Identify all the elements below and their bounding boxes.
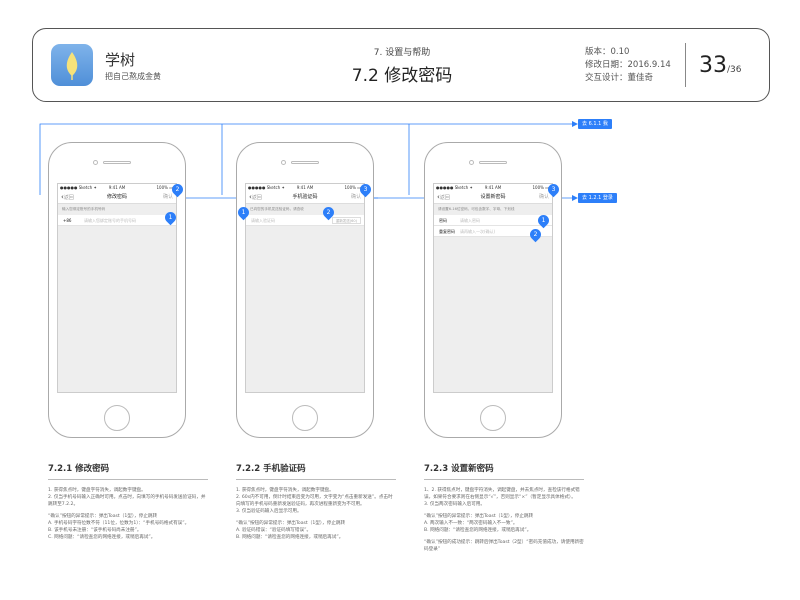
back-label: 返回	[439, 195, 450, 201]
designer-text: 交互设计：董佳奇	[585, 73, 654, 83]
back-button[interactable]: ‹返回	[437, 191, 450, 205]
header-card: 学树 把自己熬成金黄 7. 设置与帮助 7.2 修改密码 版本：0.10 修改日…	[32, 28, 770, 102]
annotation-badge: 2	[169, 181, 186, 198]
description-text: “确认”按钮的异常提示：弹出Toast（1型），停止跳转 A. 两次输入不一致：…	[424, 514, 534, 533]
status-bar: ●●●●● Sketch ✦ 9:41 AM 100% ▭	[58, 184, 176, 191]
home-button	[292, 405, 318, 431]
annotation-badge: 3	[357, 181, 374, 198]
country-code[interactable]: +86	[63, 218, 72, 223]
screen-new-password: ●●●●● Sketch ✦ 9:41 AM 100% ▭ ‹返回 设置新密码 …	[433, 183, 553, 393]
page-current: 33	[699, 53, 727, 78]
speaker-icon	[479, 161, 507, 164]
repeat-password-row[interactable]: 重复密码 请再输入一次(确认)	[434, 226, 552, 237]
annotation-badge: 2	[527, 226, 544, 243]
app-slogan: 把自己熬成金黄	[105, 72, 161, 81]
app-name: 学树	[105, 51, 136, 69]
page-title: 7.2 修改密码	[351, 66, 453, 86]
time-text: 9:41 AM	[108, 185, 126, 190]
chevron-left-icon: ‹	[249, 193, 252, 201]
description-text: 1. 获得焦点时，键盘字符消失，调起数字键盘。 2. 60s内不可用，倒计时结束…	[236, 488, 393, 514]
screen-title: 设置新密码	[480, 194, 506, 200]
phone-mockup-2: ●●●●● Sketch ✦ 9:41 AM 100% ▭ ‹返回 手机验证码 …	[236, 142, 374, 438]
annotation-badge: 1	[162, 209, 179, 226]
code-input-row[interactable]: 请输入验证码 重新发送(60)	[246, 215, 364, 226]
home-button	[480, 405, 506, 431]
password-input[interactable]: 请输入密码	[460, 218, 480, 223]
carrier-text: ●●●●● Sketch ✦	[248, 185, 285, 190]
divider	[685, 43, 686, 87]
screen-title: 手机验证码	[292, 194, 318, 200]
back-label: 返回	[251, 195, 262, 201]
annotation-badge: 1	[535, 212, 552, 229]
status-bar: ●●●●● Sketch ✦ 9:41 AM 100% ▭	[246, 184, 364, 191]
hint-text: 已向您的手机发送验证码，请查收	[250, 207, 304, 211]
description-text: “确认”按钮的异常提示：弹出Toast（1型），停止跳转 A. 验证码错误：“验…	[236, 521, 346, 540]
hint-text: 请设置6-16位密码，可包含数字、字母、下划线	[438, 207, 515, 211]
code-input[interactable]: 请输入验证码	[251, 218, 275, 223]
password-label: 密码	[439, 218, 447, 223]
page-total: /36	[727, 65, 742, 75]
date-text: 修改日期：2016.9.14	[585, 60, 671, 70]
phone-input[interactable]: 请输入您绑定账号的手机号码	[84, 218, 136, 223]
goto-me-tag[interactable]: 去 6.1.1 我	[578, 119, 612, 129]
status-bar: ●●●●● Sketch ✦ 9:41 AM 100% ▭	[434, 184, 552, 191]
screen-title: 修改密码	[106, 194, 127, 200]
version-text: 版本：0.10	[585, 47, 630, 57]
phone-input-row[interactable]: +86 请输入您绑定账号的手机号码	[58, 215, 176, 226]
time-text: 9:41 AM	[296, 185, 314, 190]
speaker-icon	[103, 161, 131, 164]
repeat-password-label: 重复密码	[439, 229, 455, 234]
screen-sms-code: ●●●●● Sketch ✦ 9:41 AM 100% ▭ ‹返回 手机验证码 …	[245, 183, 365, 393]
screen-modify-password: ●●●●● Sketch ✦ 9:41 AM 100% ▭ ‹返回 修改密码 确…	[57, 183, 177, 393]
battery-text: 100% ▭	[344, 185, 362, 190]
description-text: “确认”按钮的异常提示：弹出Toast（1型），停止跳转 A. 手机号码字符位数…	[48, 514, 190, 540]
description-text: “确认”按钮的成功提示：跳转后弹出Toast（2型）“密码充值成功，请使用新密码…	[424, 540, 584, 552]
description-7-2-1: 7.2.1 修改密码 1. 获得焦点时，键盘字符消失，调起数字键盘。 2. 仅当…	[48, 462, 208, 541]
repeat-password-input[interactable]: 请再输入一次(确认)	[460, 229, 496, 234]
phone-mockup-1: ●●●●● Sketch ✦ 9:41 AM 100% ▭ ‹返回 修改密码 确…	[48, 142, 186, 438]
back-label: 返回	[63, 195, 74, 201]
nav-bar: ‹返回 手机验证码 确认	[246, 191, 364, 204]
annotation-badge: 2	[320, 204, 337, 221]
description-text: 1、2. 获得焦点时，键盘字符消失，调起键盘，并去焦点时，查检该行格式错误，如果…	[424, 488, 580, 507]
confirm-button[interactable]: 确认	[350, 194, 361, 200]
description-7-2-3: 7.2.3 设置新密码 1、2. 获得焦点时，键盘字符消失，调起键盘，并去焦点时…	[424, 462, 584, 553]
app-icon	[51, 44, 93, 86]
chevron-left-icon: ‹	[437, 193, 440, 201]
description-7-2-2: 7.2.2 手机验证码 1. 获得焦点时，键盘字符消失，调起数字键盘。 2. 6…	[236, 462, 396, 541]
doc-meta: 版本：0.10 修改日期：2016.9.14 交互设计：董佳奇	[585, 46, 671, 85]
camera-icon	[469, 160, 474, 165]
back-button[interactable]: ‹返回	[61, 191, 74, 205]
carrier-text: ●●●●● Sketch ✦	[436, 185, 473, 190]
nav-bar: ‹返回 设置新密码 确认	[434, 191, 552, 204]
section-label: 7. 设置与帮助	[373, 48, 431, 58]
camera-icon	[281, 160, 286, 165]
resend-button[interactable]: 重新发送(60)	[331, 217, 361, 224]
nav-bar: ‹返回 修改密码 确认	[58, 191, 176, 204]
hint-text: 输入您绑定账号的手机号码	[62, 207, 106, 211]
description-heading: 7.2.3 设置新密码	[424, 462, 584, 480]
confirm-button[interactable]: 确认	[538, 194, 549, 200]
description-heading: 7.2.2 手机验证码	[236, 462, 396, 480]
battery-text: 100% ▭	[532, 185, 550, 190]
chevron-left-icon: ‹	[61, 193, 64, 201]
battery-text: 100% ▭	[156, 185, 174, 190]
page-number: 33/36	[699, 53, 741, 78]
annotation-badge: 1	[235, 204, 252, 221]
description-text: 1. 获得焦点时，键盘字符消失，调起数字键盘。 2. 仅当手机号码输入正确时可用…	[48, 488, 206, 507]
speaker-icon	[291, 161, 319, 164]
camera-icon	[93, 160, 98, 165]
confirm-button[interactable]: 确认	[162, 194, 173, 200]
description-heading: 7.2.1 修改密码	[48, 462, 208, 480]
carrier-text: ●●●●● Sketch ✦	[60, 185, 97, 190]
home-button	[104, 405, 130, 431]
annotation-badge: 3	[545, 181, 562, 198]
back-button[interactable]: ‹返回	[249, 191, 262, 205]
password-row[interactable]: 密码 请输入密码	[434, 215, 552, 226]
phone-mockup-3: ●●●●● Sketch ✦ 9:41 AM 100% ▭ ‹返回 设置新密码 …	[424, 142, 562, 438]
time-text: 9:41 AM	[484, 185, 502, 190]
goto-login-tag[interactable]: 去 1.2.1 登录	[578, 193, 617, 203]
